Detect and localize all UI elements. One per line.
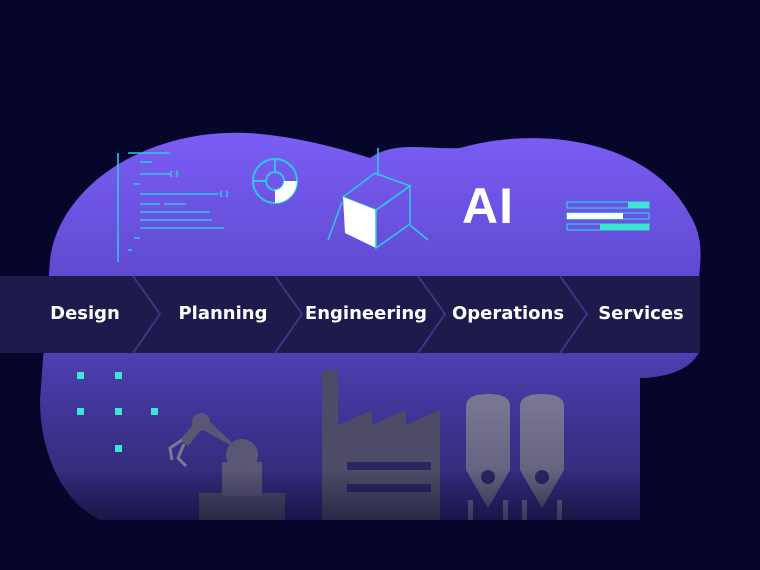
donut-chart-icon (252, 158, 298, 204)
step-services: Services (598, 303, 684, 324)
step-divider (132, 275, 162, 354)
cube-icon (327, 148, 429, 250)
dot-grid-icon (77, 372, 158, 452)
ai-badge: AI (462, 178, 514, 234)
progress-bars-icon (566, 201, 650, 231)
step-operations: Operations (451, 303, 565, 324)
step-engineering: Engineering (304, 303, 428, 324)
step-planning: Planning (178, 303, 268, 324)
step-divider (559, 275, 589, 354)
process-band (0, 275, 700, 354)
step-divider (417, 275, 447, 354)
code-editor-icon (117, 152, 229, 262)
step-design: Design (50, 303, 120, 324)
step-divider (274, 275, 304, 354)
